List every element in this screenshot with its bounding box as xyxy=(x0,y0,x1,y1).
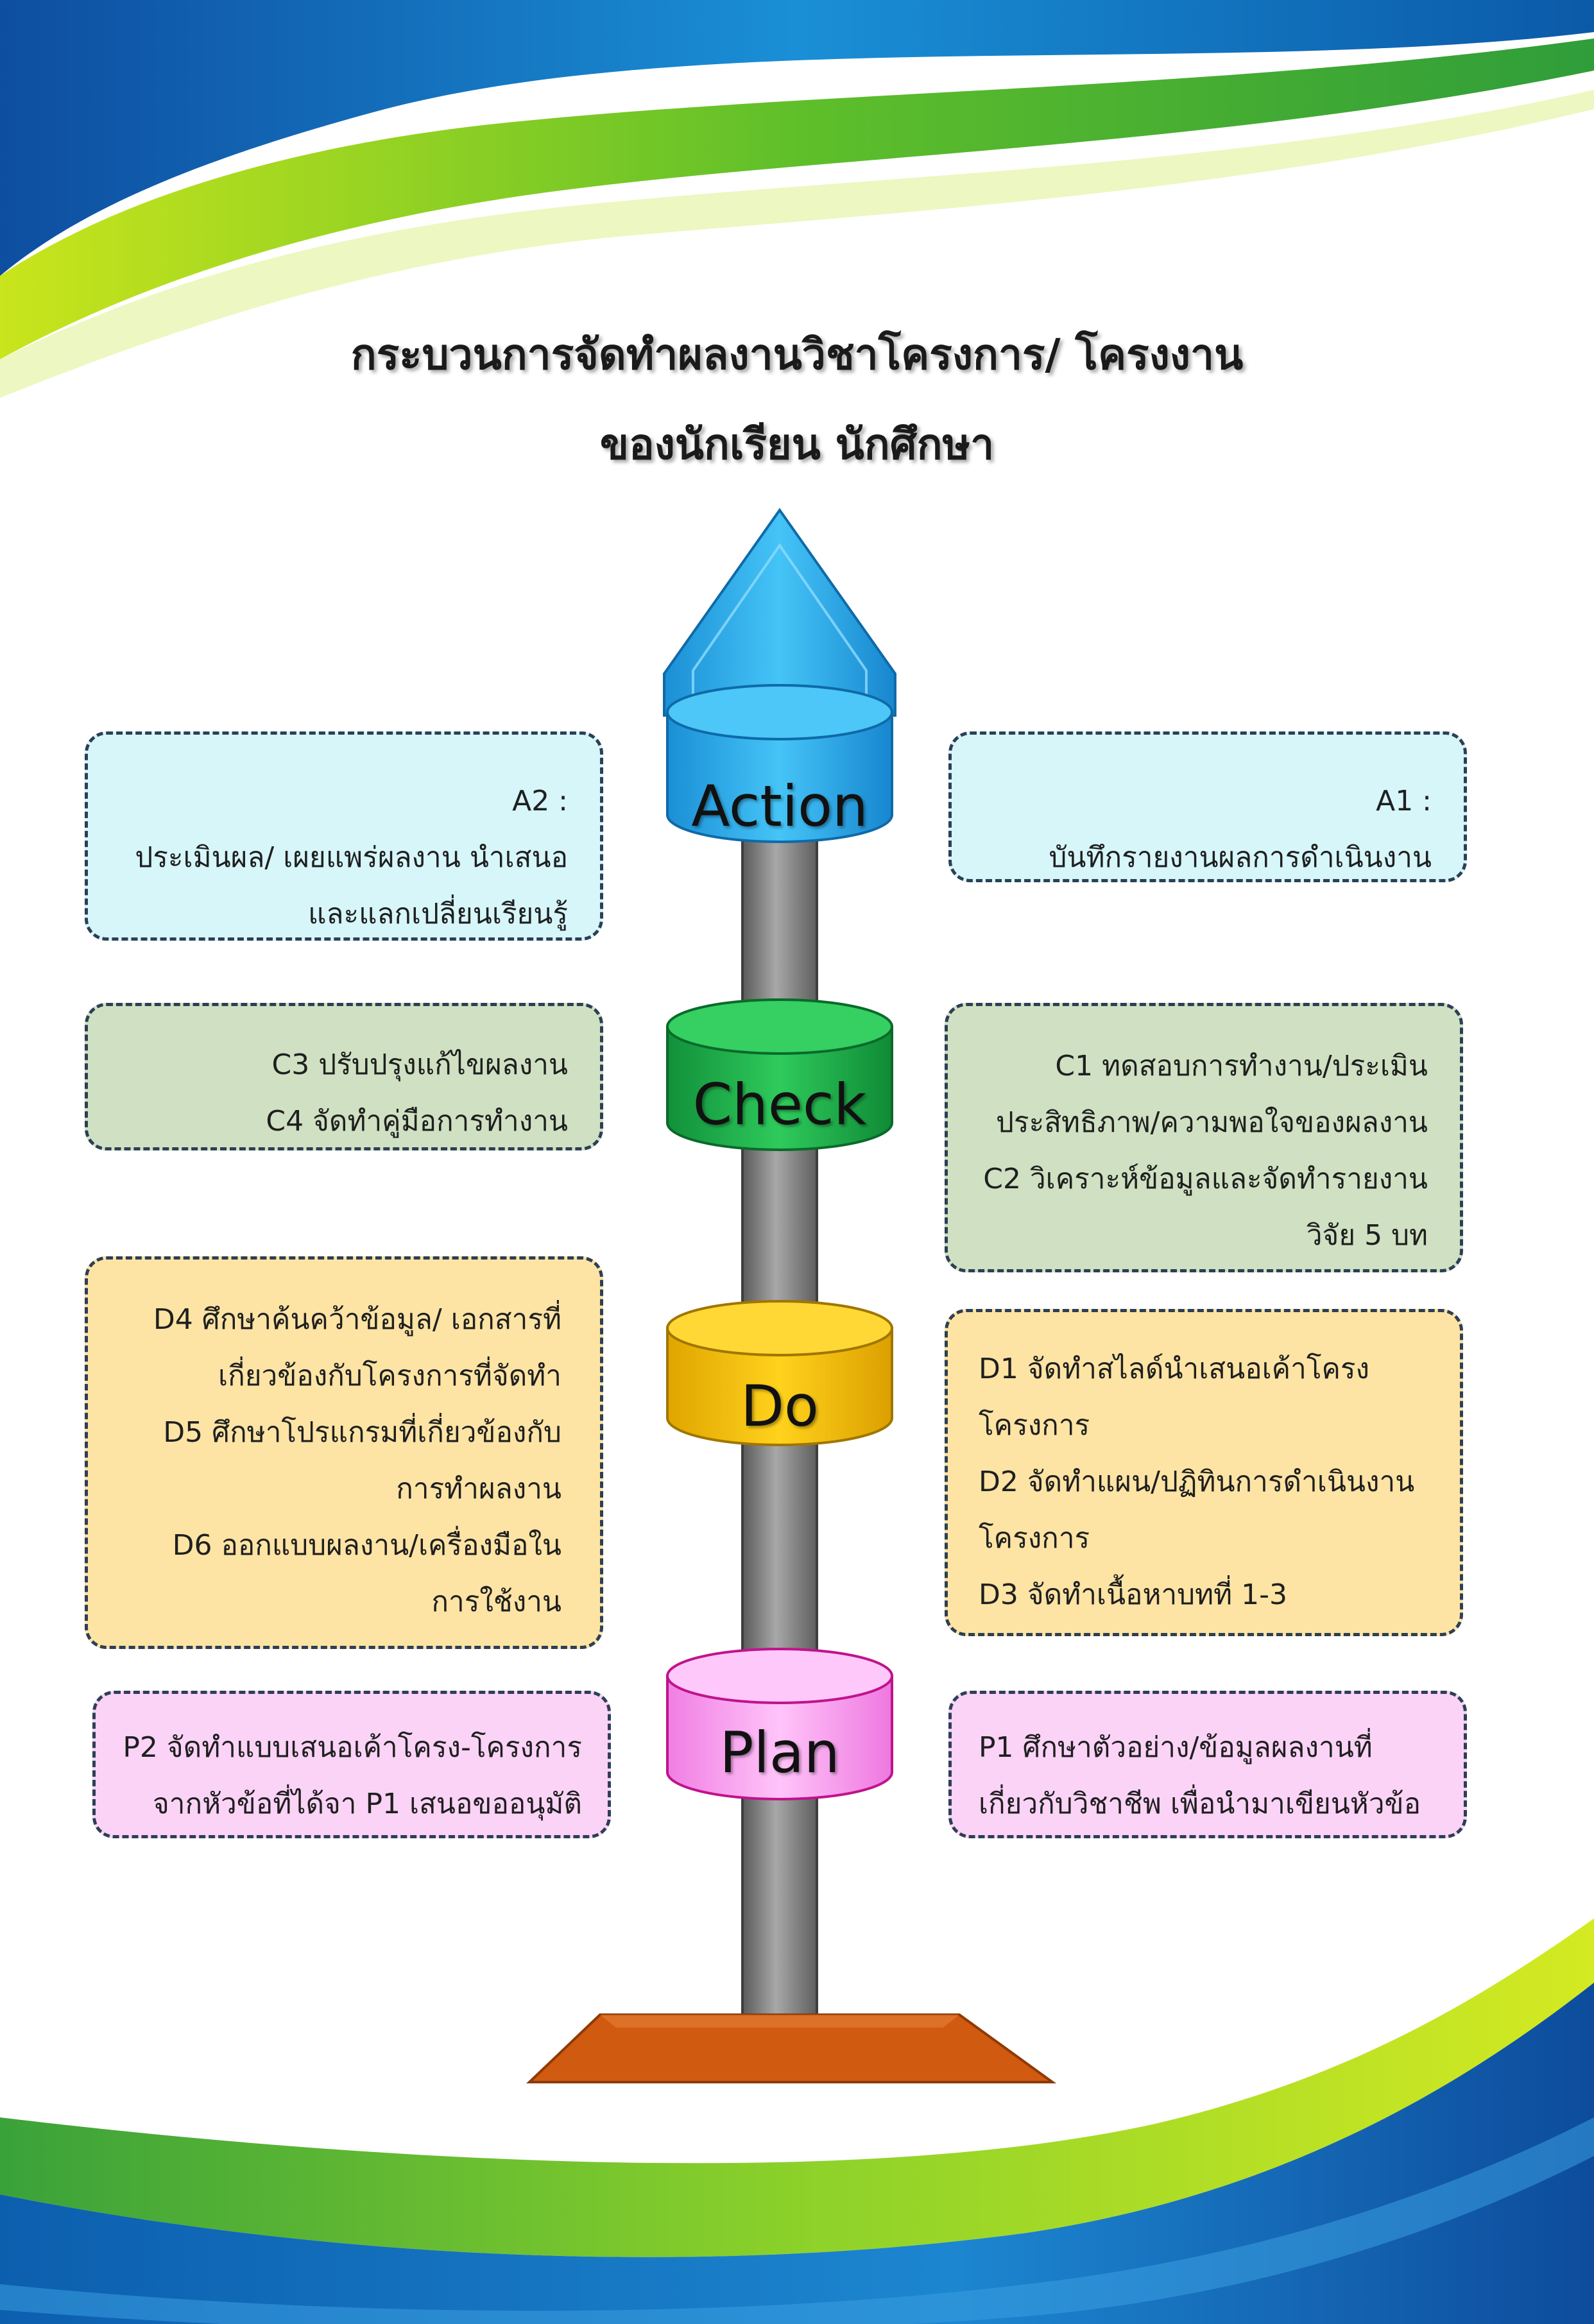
box-d4-d6-line: เกี่ยวข้องกับโครงการที่จัดทำ xyxy=(218,1360,561,1392)
stage-label-action: Action xyxy=(691,773,868,839)
box-d1-d3-line: โครงการ xyxy=(979,1522,1090,1555)
box-d1-d3: D1 จัดทำสไลด์นำเสนอเค้าโครง โครงการ D2 จ… xyxy=(945,1309,1463,1636)
do-cylinder xyxy=(666,1327,893,1446)
box-d4-d6-line: D5 ศึกษาโปรแกรมที่เกี่ยวข้องกับ xyxy=(163,1416,561,1449)
check-cylinder xyxy=(666,1025,893,1151)
box-p1: P1 ศึกษาตัวอย่าง/ข้อมูลผลงานที่ เกี่ยวกั… xyxy=(948,1691,1467,1838)
page-title-line2: ของนักเรียน นักศึกษา xyxy=(599,420,995,469)
box-c3-c4: C3 ปรับปรุงแก้ไขผลงาน C4 จัดทำคู่มือการท… xyxy=(85,1003,603,1150)
box-d1-d3-line: D3 จัดทำเนื้อหาบทที่ 1-3 xyxy=(979,1578,1287,1611)
box-p1-line: P1 ศึกษาตัวอย่าง/ข้อมูลผลงานที่ xyxy=(979,1731,1373,1764)
box-d4-d6: D4 ศึกษาค้นคว้าข้อมูล/ เอกสารที่ เกี่ยวข… xyxy=(85,1256,603,1649)
box-c1-c2-line: C1 ทดสอบการทำงาน/ประเมิน xyxy=(1055,1050,1428,1082)
box-d4-d6-line: D6 ออกแบบผลงาน/เครื่องมือใน xyxy=(172,1529,561,1562)
box-d4-d6-line: การทำผลงาน xyxy=(396,1473,561,1505)
action-cylinder xyxy=(666,711,893,843)
box-a1-line: บันทึกรายงานผลการดำเนินงาน xyxy=(1049,841,1432,874)
box-a2: A2 : ประเมินผล/ เผยแพร่ผลงาน นำเสนอ และแ… xyxy=(85,731,603,941)
box-a2-line: ประเมินผล/ เผยแพร่ผลงาน นำเสนอ xyxy=(135,841,568,874)
box-c1-c2: C1 ทดสอบการทำงาน/ประเมิน ประสิทธิภาพ/ควา… xyxy=(945,1003,1463,1272)
top-wave-blue xyxy=(0,0,1594,276)
bottom-wave-blue xyxy=(0,1983,1594,2324)
top-wave-green xyxy=(0,38,1594,359)
box-c1-c2-line: วิจัย 5 บท xyxy=(1306,1219,1428,1252)
stage-label-do: Do xyxy=(741,1373,819,1439)
box-d4-d6-line: D4 ศึกษาค้นคว้าข้อมูล/ เอกสารที่ xyxy=(153,1303,561,1336)
top-wave-light xyxy=(0,90,1594,398)
box-c1-c2-line: ประสิทธิภาพ/ความพอใจของผลงาน xyxy=(996,1106,1428,1139)
box-d1-d3-line: D1 จัดทำสไลด์นำเสนอเค้าโครง xyxy=(979,1353,1369,1385)
box-p2-line: จากหัวข้อที่ได้จา P1 เสนอขออนุมัติ xyxy=(152,1788,582,1820)
bottom-wave-light xyxy=(0,2117,1594,2324)
box-c3-c4-line: C4 จัดทำคู่มือการทำงาน xyxy=(266,1105,568,1138)
box-d4-d6-line: การใช้งาน xyxy=(431,1585,561,1618)
box-c1-c2-line: C2 วิเคราะห์ข้อมูลและจัดทำรายงาน xyxy=(983,1163,1428,1195)
box-a2-line: A2 : xyxy=(512,785,568,817)
stage-label-check: Check xyxy=(692,1072,867,1138)
stage-label-plan: Plan xyxy=(719,1720,840,1786)
box-a1-line: A1 : xyxy=(1376,785,1432,817)
box-p2: P2 จัดทำแบบเสนอเค้าโครง-โครงการ จากหัวข้… xyxy=(92,1691,611,1838)
box-d1-d3-line: โครงการ xyxy=(979,1409,1090,1442)
box-d1-d3-line: D2 จัดทำแผน/ปฏิทินการดำเนินงาน xyxy=(979,1465,1415,1498)
page-title-line1: กระบวนการจัดทำผลงานวิชาโครงการ/ โครงงาน xyxy=(350,330,1244,379)
box-a2-line: และแลกเปลี่ยนเรียนรู้ xyxy=(308,898,568,930)
bottom-wave-green xyxy=(0,1918,1594,2257)
box-p2-line: P2 จัดทำแบบเสนอเค้าโครง-โครงการ xyxy=(123,1731,582,1764)
plan-cylinder xyxy=(666,1675,893,1800)
box-p1-line: เกี่ยวกับวิชาชีพ เพื่อนำมาเขียนหัวข้อ xyxy=(979,1788,1421,1820)
box-a1: A1 : บันทึกรายงานผลการดำเนินงาน xyxy=(948,731,1467,882)
box-c3-c4-line: C3 ปรับปรุงแก้ไขผลงาน xyxy=(271,1048,568,1081)
